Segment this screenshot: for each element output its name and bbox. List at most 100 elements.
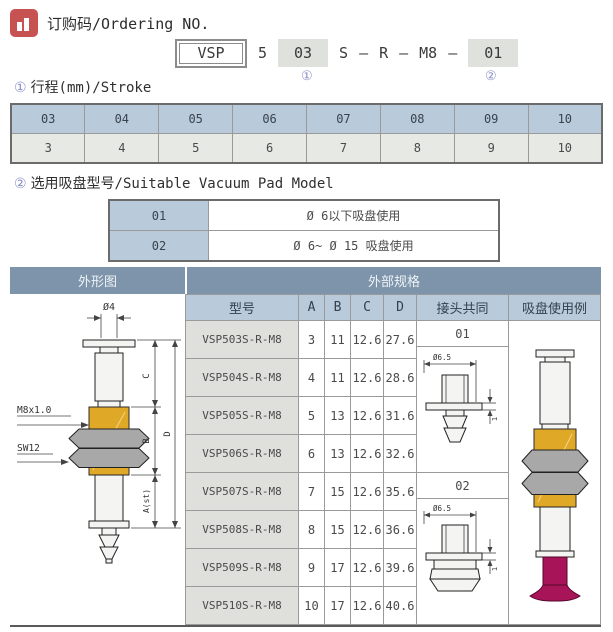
fitting-01-drawing: Ø6.5 [423, 353, 499, 442]
fitting-dim-diameter: Ø6.5 [433, 504, 451, 513]
spec-table-header: 外形图 外部规格 [10, 267, 601, 294]
pad-model-row: 02 Ø 6~ Ø 15 吸盘使用 [108, 230, 500, 262]
value-a: 5 [299, 397, 325, 435]
stroke-code: 09 [453, 103, 529, 134]
model-cell: VSP504S-R-M8 [186, 359, 299, 397]
pad-model-row: 01 Ø 6以下吸盘使用 [108, 199, 500, 231]
value-d: 39.6 [384, 549, 417, 587]
value-a: 7 [299, 473, 325, 511]
code-token: S [339, 44, 349, 62]
col-header-a: A [299, 295, 325, 321]
stroke-value: 7 [306, 133, 381, 164]
model-cell: VSP503S-R-M8 [186, 321, 299, 359]
stroke-value: 10 [527, 133, 603, 164]
spec-grid: 型号 A B C D 接头共同 吸盘使用例 VSP503S-R-M8 3 11 … [185, 294, 601, 625]
dim-a-label: A(st) [142, 489, 151, 513]
stroke-code: 07 [306, 103, 381, 134]
value-b: 17 [325, 549, 351, 587]
fitting-group-01: 01 Ø6.5 [417, 321, 509, 473]
pad-model-table: 01 Ø 6以下吸盘使用 02 Ø 6~ Ø 15 吸盘使用 [108, 199, 500, 262]
marker-1: ① [301, 69, 313, 84]
value-b: 13 [325, 435, 351, 473]
value-b: 13 [325, 397, 351, 435]
value-b: 11 [325, 359, 351, 397]
dim-b-label: B [142, 438, 152, 443]
value-d: 35.6 [384, 473, 417, 511]
fitting-group-label: 02 [417, 473, 508, 499]
section-label: 行程(mm)/Stroke [30, 80, 152, 96]
value-a: 4 [299, 359, 325, 397]
value-a: 9 [299, 549, 325, 587]
code-token-pad-model: 01 [468, 39, 519, 67]
page-title: 订购码/Ordering NO. [47, 15, 210, 33]
fitting-dim-diameter: Ø6.5 [433, 353, 451, 362]
stroke-code: 03 [10, 103, 86, 134]
stroke-value: 8 [379, 133, 455, 164]
thread-callout-label: M8x1.0 [17, 405, 52, 416]
pad-usage-example-drawing [521, 349, 588, 601]
value-d: 31.6 [384, 397, 417, 435]
fitting-02-drawing-cell: Ø6.5 [417, 499, 508, 624]
value-d: 28.6 [384, 359, 417, 397]
dim-diameter-label: Ø4 [102, 301, 114, 313]
stroke-value: 5 [158, 133, 234, 164]
ordering-code: VSP 5 03 S – R – M8 – 01 [175, 38, 519, 68]
col-header-d: D [384, 295, 417, 321]
spec-table: 外形图 外部规格 Ø4 [10, 267, 601, 627]
stroke-value: 9 [453, 133, 529, 164]
bar-chart-icon-bar [24, 18, 29, 31]
fitting-01-drawing-cell: Ø6.5 [417, 347, 508, 472]
col-header-example: 吸盘使用例 [509, 295, 601, 321]
fitting-dim-thickness: 1 [491, 566, 499, 570]
fitting-dim-thickness: 1 [491, 416, 499, 420]
model-cell: VSP507S-R-M8 [186, 473, 299, 511]
section-label: 选用吸盘型号/Suitable Vacuum Pad Model [30, 176, 334, 192]
value-c: 12.6 [351, 549, 384, 587]
value-b: 15 [325, 473, 351, 511]
value-d: 40.6 [384, 587, 417, 625]
value-a: 3 [299, 321, 325, 359]
value-a: 10 [299, 587, 325, 625]
section-marker: ② [14, 176, 27, 192]
code-token: 5 [258, 44, 268, 62]
value-a: 8 [299, 511, 325, 549]
dim-c-label: C [142, 373, 152, 378]
value-c: 12.6 [351, 359, 384, 397]
spec-header: 外部规格 [187, 267, 601, 294]
stroke-value: 3 [10, 133, 86, 164]
col-header-fitting: 接头共同 [417, 295, 509, 321]
col-header-model: 型号 [186, 295, 299, 321]
stroke-code: 10 [527, 103, 603, 134]
value-d: 36.6 [384, 511, 417, 549]
value-b: 17 [325, 587, 351, 625]
fitting-group-label: 01 [417, 321, 508, 347]
value-d: 27.6 [384, 321, 417, 359]
value-d: 32.6 [384, 435, 417, 473]
pad-model-desc: Ø 6~ Ø 15 吸盘使用 [208, 230, 500, 262]
ordering-code-prefix: VSP [179, 42, 243, 64]
dim-d-label: D [163, 431, 173, 436]
code-token-stroke: 03 [278, 39, 329, 67]
code-token: R [379, 44, 389, 62]
value-b: 15 [325, 511, 351, 549]
model-cell: VSP506S-R-M8 [186, 435, 299, 473]
stroke-code: 04 [84, 103, 160, 134]
value-c: 12.6 [351, 321, 384, 359]
value-b: 11 [325, 321, 351, 359]
col-header-b: B [325, 295, 351, 321]
outline-drawing-cell: Ø4 [10, 294, 185, 625]
value-c: 12.6 [351, 511, 384, 549]
marker-2: ② [485, 69, 497, 84]
value-c: 12.6 [351, 397, 384, 435]
pad-usage-example-cell [509, 321, 601, 625]
code-dash: – [399, 44, 409, 62]
bar-chart-icon [10, 9, 38, 37]
stroke-code: 05 [158, 103, 234, 134]
code-dash: – [448, 44, 458, 62]
outline-header: 外形图 [10, 267, 185, 294]
code-dash: – [359, 44, 369, 62]
pad-model-code: 02 [108, 230, 209, 262]
